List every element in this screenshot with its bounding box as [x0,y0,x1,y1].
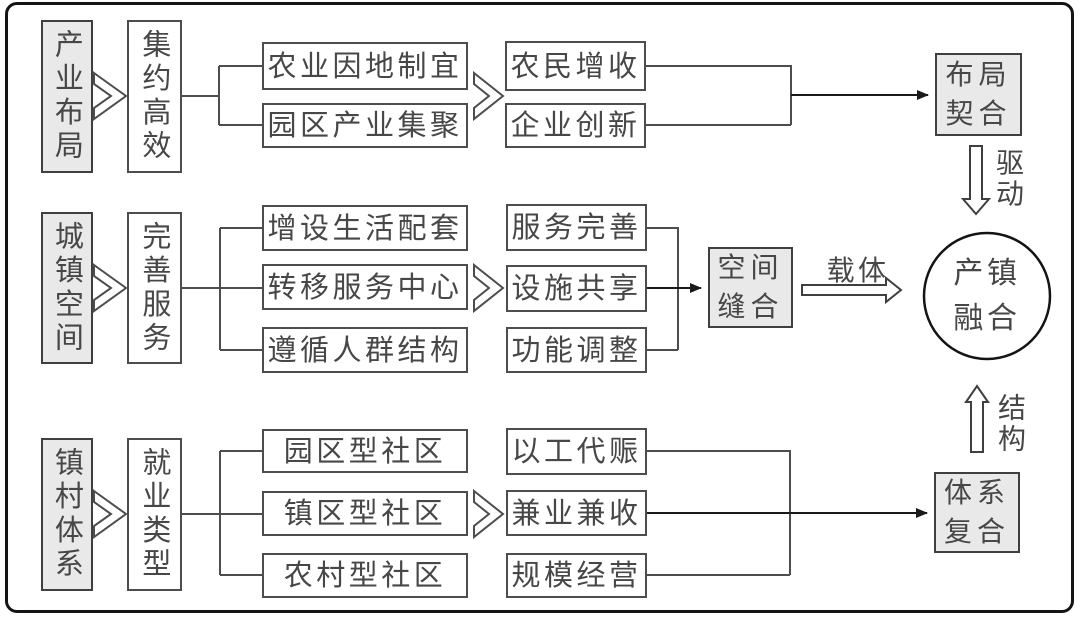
box-employment-type: 就业类型 [127,438,182,591]
row2-branch-lines [182,227,262,351]
box-service-improvement: 服务完善 [506,204,647,251]
integration-circle-label: 产镇 融合 [953,256,1021,336]
box-improve-services: 完善服务 [127,212,182,364]
box-function-adjustment: 功能调整 [506,327,647,373]
box-park-community: 园区型社区 [262,429,468,473]
box-rural-community: 农村型社区 [262,553,468,598]
box-add-living-facilities: 增设生活配套 [262,205,468,251]
integration-circle [922,231,1052,361]
box-relocate-service-center: 转移服务中心 [262,264,468,310]
row1-chevron-icon [93,71,128,121]
box-park-industry-cluster: 园区产业集聚 [262,103,468,148]
drive-label: 驱动 [992,148,1025,210]
box-follow-population-structure: 遵循人群结构 [262,327,468,373]
row1-branch-lines [182,65,262,126]
row3-chevron2-icon [473,488,505,540]
box-town-village-system: 镇村体系 [41,438,93,591]
drive-arrow-down-icon [960,145,992,216]
carrier-arrow-right-icon [801,275,903,305]
row2-merge-lines [647,227,679,351]
row3-chevron-icon [93,489,128,539]
box-space-stitching: 空间 缝合 [708,247,793,328]
outer-border [5,2,1074,613]
box-layout-fit: 布局 契合 [935,53,1022,136]
row1-chevron2-icon [473,70,505,122]
box-work-relief: 以工代赈 [506,428,647,475]
carrier-label: 载体 [826,254,890,287]
box-intensive-efficient: 集约高效 [127,20,182,173]
box-urban-space: 城镇空间 [41,212,93,364]
box-system-composite: 体系 复合 [934,472,1020,553]
row1-merge-lines [646,65,792,126]
box-farmer-income-increase: 农民增收 [505,41,646,91]
box-town-community: 镇区型社区 [262,491,468,536]
row2-chevron-icon [93,263,128,313]
structure-arrow-up-icon [964,384,990,453]
row2-chevron2-icon [473,262,505,314]
row3-branch-lines [182,450,262,576]
box-scale-operation: 规模经营 [506,553,647,598]
row3-merge-lines [647,450,791,576]
box-dual-income: 兼业兼收 [506,490,647,536]
box-enterprise-innovation: 企业创新 [505,103,646,148]
structure-label: 结构 [994,393,1027,455]
box-facility-sharing: 设施共享 [506,265,647,312]
box-agriculture-local-adaptation: 农业因地制宜 [262,42,468,90]
box-industry-layout: 产业布局 [41,20,93,173]
